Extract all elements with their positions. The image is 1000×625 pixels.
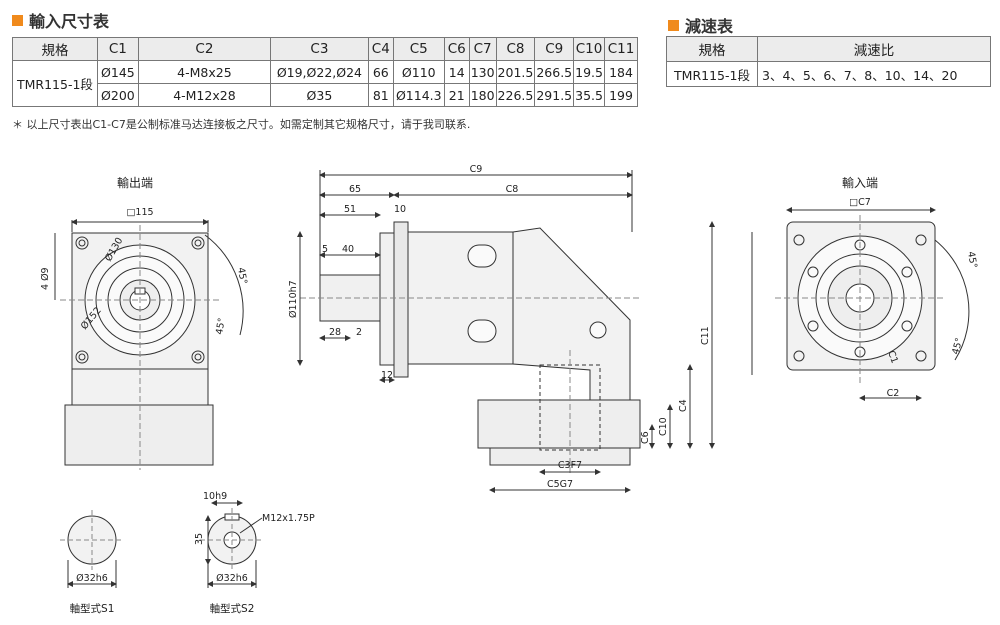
cell: Ø35: [269, 83, 369, 107]
dim-c2: C2: [887, 388, 900, 399]
cell: Ø200: [96, 83, 139, 107]
dim-c1: C1: [885, 349, 900, 365]
cell: 4-M12x28: [137, 83, 271, 107]
dim-c4: C4: [678, 399, 689, 412]
footnote: ＊ 以上尺寸表出C1-C7是公制标准马达连接板之尺寸。如需定制其它规格尺寸，请于…: [12, 118, 471, 131]
ratio-table: 規格 減速比 TMR115-1段 3、4、5、6、7、8、10、14、20: [666, 36, 991, 87]
dim-c7sq: □C7: [849, 197, 871, 208]
dim-51: 51: [344, 204, 356, 215]
th-c7: C7: [468, 37, 497, 61]
dim-28: 28: [329, 327, 341, 338]
shaft-s1-view: [60, 510, 124, 588]
th-c9: C9: [534, 37, 575, 61]
th-c1: C1: [96, 37, 139, 61]
model-cell: TMR115-1段: [666, 61, 758, 87]
dim-m12: M12x1.75P: [262, 513, 315, 524]
table-row: TMR115-1段 Ø145 4-M8x25 Ø19,Ø22,Ø24 66 Ø1…: [12, 60, 639, 107]
shaft-s2-label: 軸型式S2: [210, 602, 255, 615]
cell: 291.5: [534, 83, 575, 107]
orange-square-icon: [668, 19, 679, 31]
output-end-label: 輸出端: [117, 175, 153, 190]
th-c4: C4: [367, 37, 394, 61]
dim-45-a: 45°: [235, 267, 249, 285]
model-cell: TMR115-1段: [12, 60, 98, 107]
dim-40: 40: [342, 244, 354, 255]
output-end-view: [54, 219, 244, 470]
dim-hole: 4 Ø9: [40, 267, 51, 290]
cell: 180: [468, 83, 497, 107]
table-row: TMR115-1段 3、4、5、6、7、8、10、14、20: [666, 61, 991, 87]
th-c3: C3: [269, 37, 369, 61]
cell: 81: [367, 83, 394, 107]
dim-c11: C11: [700, 326, 711, 345]
cell: Ø114.3: [392, 83, 445, 107]
cell: 14: [443, 60, 470, 84]
dim-c10: C10: [658, 417, 669, 436]
dim-2: 2: [356, 327, 362, 338]
ratio-cell: 3、4、5、6、7、8、10、14、20: [757, 61, 991, 87]
dim-5: 5: [322, 244, 328, 255]
cell: 199: [603, 83, 639, 107]
th-spec: 規格: [666, 36, 758, 62]
cell: 66: [367, 60, 394, 84]
input-dimension-table: 規格 C1 C2 C3 C4 C5 C6 C7 C8 C9 C10 C11 TM…: [12, 37, 639, 107]
dim-10h9: 10h9: [203, 491, 227, 502]
dim-45-b: 45°: [214, 317, 228, 335]
dim-45-c: 45°: [965, 251, 979, 269]
th-c2: C2: [137, 37, 271, 61]
orange-square-icon: [12, 14, 23, 26]
input-end-view: [751, 207, 970, 401]
dim-35: 35: [194, 533, 205, 545]
table-row: Ø200 4-M12x28 Ø35 81 Ø114.3 21 180 226.5…: [13, 83, 639, 107]
shaft-s1-label: 軸型式S1: [70, 602, 115, 615]
dim-sq115: □115: [126, 207, 153, 218]
dim-c9: C9: [470, 164, 483, 175]
dim-10: 10: [394, 204, 406, 215]
dim-65: 65: [349, 184, 361, 195]
dim-c5: C5G7: [547, 479, 573, 490]
dim-d32-s1: Ø32h6: [76, 573, 108, 584]
cell: Ø110: [392, 60, 445, 84]
cell: 21: [443, 83, 470, 107]
dim-d110: Ø110h7: [288, 280, 299, 318]
dim-45-d: 45°: [950, 337, 965, 356]
cell: 226.5: [495, 83, 536, 107]
cell: 4-M8x25: [137, 60, 271, 84]
dim-c6: C6: [640, 431, 651, 444]
th-c10: C10: [573, 37, 605, 61]
dim-12: 12: [381, 370, 393, 381]
cell: 130: [468, 60, 497, 84]
th-c5: C5: [392, 37, 445, 61]
dim-d32-s2: Ø32h6: [216, 573, 248, 584]
th-c11: C11: [603, 37, 639, 61]
ratio-table-title-text: 減速表: [685, 17, 734, 36]
input-end-label: 輸入端: [842, 175, 878, 190]
cell: Ø19,Ø22,Ø24: [269, 60, 369, 84]
shaft-s2-view: [200, 500, 264, 588]
dim-c8: C8: [506, 184, 519, 195]
ratio-table-title: 減速表: [668, 13, 733, 37]
input-table-title-text: 輸入尺寸表: [29, 12, 110, 31]
dim-c3: C3F7: [558, 460, 582, 471]
side-view: [297, 170, 715, 493]
cell: 201.5: [495, 60, 536, 84]
input-table-header-row: 規格 C1 C2 C3 C4 C5 C6 C7 C8 C9 C10 C11: [12, 37, 639, 61]
input-table-title: 輸入尺寸表: [12, 8, 109, 32]
th-c8: C8: [495, 37, 536, 61]
